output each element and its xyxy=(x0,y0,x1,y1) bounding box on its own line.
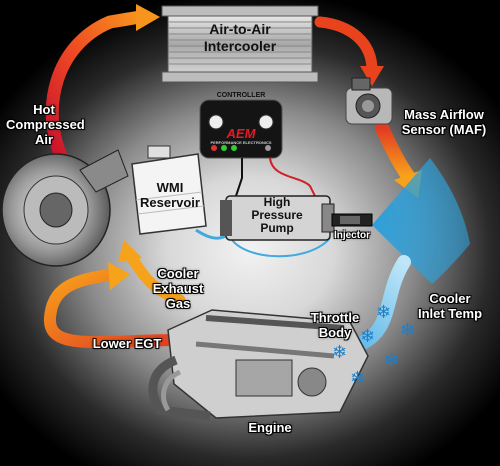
maf-sensor-icon xyxy=(345,77,393,125)
turbocharger-icon xyxy=(1,149,129,267)
intercooler-label-line1: Air-to-Air xyxy=(209,21,271,37)
intercooler-label-line2: Intercooler xyxy=(203,38,277,54)
svg-text:❄: ❄ xyxy=(332,342,347,363)
pump-label-line2: Pressure xyxy=(251,208,303,222)
pump-label: High Pressure Pump xyxy=(234,196,320,235)
throttle-body-label: Throttle Body xyxy=(304,310,366,340)
cooler-inlet-label: Cooler Inlet Temp xyxy=(404,291,496,321)
injector-label: Injector xyxy=(333,230,371,241)
intercooler-label: Air-to-Air Intercooler xyxy=(176,21,304,55)
brand-logo: AEM xyxy=(226,126,256,141)
brand-subtitle: PERFORMANCE ELECTRONICS xyxy=(210,140,272,145)
hot-air-line2: Compressed xyxy=(6,117,85,132)
svg-text:❄: ❄ xyxy=(384,350,399,371)
hot-air-line3: Air xyxy=(34,132,54,147)
cooler-exhaust-line3: Gas xyxy=(165,296,191,311)
lower-egt-arrow xyxy=(44,269,186,349)
lower-egt-arrowhead xyxy=(108,262,130,290)
cooler-exhaust-line1: Cooler xyxy=(157,266,199,281)
cooler-exhaust-label: Cooler Exhaust Gas xyxy=(140,266,216,311)
wmi-label: WMI Reservoir xyxy=(138,180,202,210)
injector-spray xyxy=(372,158,470,284)
maf-label-line2: Sensor (MAF) xyxy=(401,122,487,137)
throttle-line2: Body xyxy=(318,325,352,340)
intercooler-icon xyxy=(161,5,319,83)
cooler-exhaust-arrow xyxy=(126,252,186,306)
reservoir-icon xyxy=(131,145,207,235)
pump-icon xyxy=(220,195,335,241)
throttle-line1: Throttle xyxy=(310,310,360,325)
engine-icon xyxy=(148,309,369,421)
cooler-inlet-line1: Cooler xyxy=(429,291,471,306)
injector-icon xyxy=(331,213,373,227)
cooler-exhaust-line2: Exhaust xyxy=(152,281,204,296)
hot-air-line1: Hot xyxy=(33,102,55,117)
controller-icon xyxy=(199,99,283,159)
lower-egt-label: Lower EGT xyxy=(92,336,162,351)
maf-label-line1: Mass Airflow xyxy=(404,107,484,122)
svg-text:❄: ❄ xyxy=(400,320,415,341)
cooler-exhaust-arrowhead xyxy=(118,240,142,262)
hot-air-arrow xyxy=(45,10,147,165)
wmi-label-line1: WMI xyxy=(156,180,184,195)
return-line xyxy=(231,237,331,258)
intercooler-out-arrow xyxy=(314,16,378,76)
hot-air-arrowhead xyxy=(136,4,160,31)
cooler-inlet-line2: Inlet Temp xyxy=(417,306,483,321)
pump-label-line3: Pump xyxy=(260,221,294,235)
hot-air-label: Hot Compressed Air xyxy=(6,102,85,147)
svg-text:❄: ❄ xyxy=(376,302,391,323)
svg-text:❄: ❄ xyxy=(360,326,375,347)
maf-label: Mass Airflow Sensor (MAF) xyxy=(392,107,496,137)
wmi-label-line2: Reservoir xyxy=(140,195,200,210)
pump-label-line1: High xyxy=(263,195,291,209)
controller-label: CONTROLLER xyxy=(216,92,266,99)
snowflake-icon: ❄ ❄ ❄ ❄ ❄ ❄ xyxy=(332,302,415,389)
svg-text:❄: ❄ xyxy=(350,368,365,389)
maf-out-arrow xyxy=(375,121,415,183)
intercooler-out-arrowhead xyxy=(360,66,384,86)
engine-label: Engine xyxy=(248,420,292,435)
controller-black-wire xyxy=(235,158,243,197)
controller-pump-wire xyxy=(269,157,317,199)
